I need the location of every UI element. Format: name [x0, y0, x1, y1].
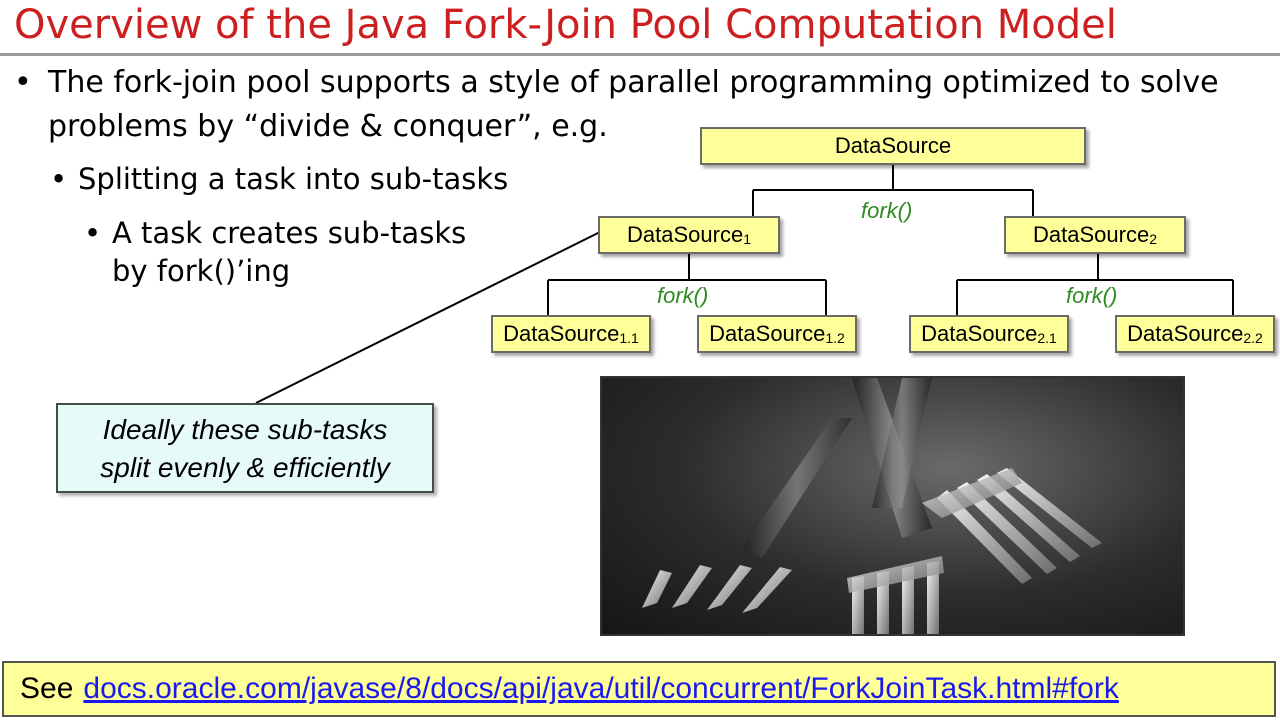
bullet-level2: • Splitting a task into sub-tasks: [50, 160, 508, 198]
node-root: DataSource: [700, 127, 1086, 165]
fork-label: fork(): [1066, 283, 1118, 308]
bullet1-line2: problems by “divide & conquer”, e.g.: [48, 109, 608, 144]
node-subscript: 2.2: [1243, 330, 1263, 346]
bullet1-line1: The fork-join pool supports a style of p…: [48, 65, 1219, 100]
node-label: DataSource: [709, 321, 826, 346]
callout-box: Ideally these sub-tasks split evenly & e…: [56, 403, 434, 493]
callout-pointer: [255, 231, 601, 404]
bullet3-line2: by fork()’ing: [112, 254, 291, 288]
fork-label: fork(): [861, 198, 913, 223]
bullet3-line1: A task creates sub-tasks: [112, 216, 467, 250]
node-label: DataSource: [1033, 222, 1150, 247]
node-label: DataSource: [921, 321, 1038, 346]
title-divider: [0, 53, 1280, 56]
bullet2-text: Splitting a task into sub-tasks: [78, 162, 509, 196]
bullet-marker: •: [84, 216, 102, 250]
node-subscript: 2.1: [1037, 330, 1057, 346]
forks-photo: [600, 376, 1185, 636]
bullet-level3: • A task creates sub-tasks by fork()’ing: [84, 214, 466, 290]
bullet-marker: •: [50, 162, 68, 196]
footer-prefix: See: [20, 672, 74, 705]
fork-label: fork(): [657, 283, 709, 308]
node-label: DataSource: [834, 133, 952, 158]
node-label: DataSource: [503, 321, 620, 346]
node-subscript: 1.2: [825, 330, 845, 346]
node-subscript: 2: [1149, 231, 1157, 247]
forks-illustration: [642, 378, 1102, 634]
oracle-docs-link[interactable]: docs.oracle.com/javase/8/docs/api/java/u…: [83, 672, 1119, 705]
slide-title: Overview of the Java Fork-Join Pool Comp…: [14, 2, 1117, 48]
node-label: DataSource: [627, 222, 744, 247]
callout-line1: Ideally these sub-tasks: [102, 414, 388, 445]
callout-line2: split evenly & efficiently: [100, 452, 390, 483]
bullet-marker: •: [14, 65, 32, 100]
node-subscript: 1: [743, 231, 751, 247]
node-label: DataSource: [1127, 321, 1244, 346]
node-subscript: 1.1: [619, 330, 639, 346]
reference-footer: See docs.oracle.com/javase/8/docs/api/ja…: [2, 661, 1276, 717]
